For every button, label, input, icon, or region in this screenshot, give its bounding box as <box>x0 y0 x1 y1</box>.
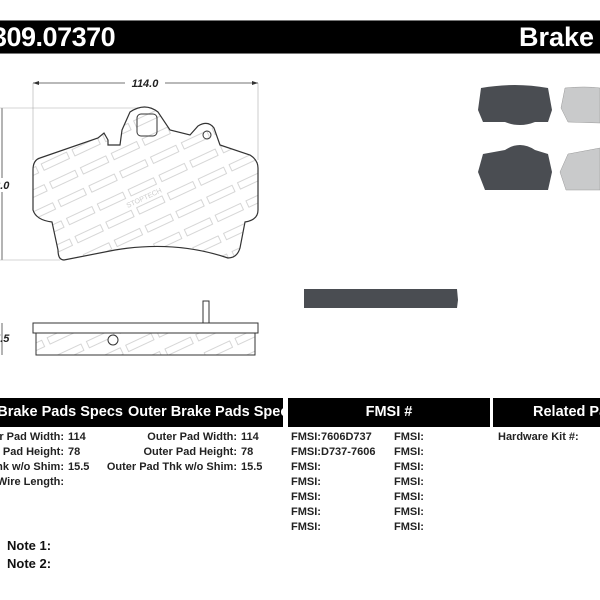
inner-specs-header: Inner Brake Pads Specs <box>0 398 283 427</box>
pad-outline <box>32 106 259 261</box>
related-parts-header: Related Parts <box>493 398 600 427</box>
inner-spec-row: Inner Wire Length: <box>0 476 64 488</box>
pad-photo-set <box>304 85 600 308</box>
note-2: Note 2: <box>7 556 52 571</box>
note-1: Note 1: <box>7 538 52 553</box>
fmsi-row: FMSI:FMSI: <box>291 476 424 488</box>
side-view-backing <box>32 322 259 334</box>
fmsi-row: FMSI:FMSI: <box>291 491 424 503</box>
technical-drawing: 114.0 78.0 STOPTECH 15.5 <box>0 76 600 356</box>
page-title: Brake Pads <box>519 22 600 52</box>
fmsi-row: FMSI:FMSI: <box>291 461 424 473</box>
thickness-dimension: 15.5 <box>0 333 10 345</box>
height-dimension: 78.0 <box>0 180 10 192</box>
inner-spec-row: Inner Pad Thk w/o Shim:15.5 <box>0 461 90 473</box>
fmsi-row: FMSI:FMSI: <box>291 521 424 533</box>
fmsi-header: FMSI # <box>288 398 490 427</box>
hardware-kit: Hardware Kit #: <box>498 431 579 443</box>
outer-spec-row: Outer Pad Height:78 <box>143 446 254 458</box>
title-bar: 309.07370 Brake Pads <box>0 20 600 54</box>
inner-spec-row: Inner Pad Height:78 <box>0 446 81 458</box>
side-photo <box>304 289 458 308</box>
side-view-friction <box>35 332 256 356</box>
wear-pin <box>202 300 210 324</box>
inner-spec-row: Inner Pad Width:114 <box>0 431 86 443</box>
outer-spec-row: Outer Pad Thk w/o Shim:15.5 <box>106 461 263 473</box>
part-number: 309.07370 <box>0 22 116 52</box>
fmsi-row: FMSI:FMSI: <box>291 506 424 518</box>
outer-spec-row: Outer Pad Width:114 <box>147 431 259 443</box>
outer-specs-header: Outer Brake Pads Specs <box>128 404 283 420</box>
width-dimension: 114.0 <box>132 78 160 90</box>
